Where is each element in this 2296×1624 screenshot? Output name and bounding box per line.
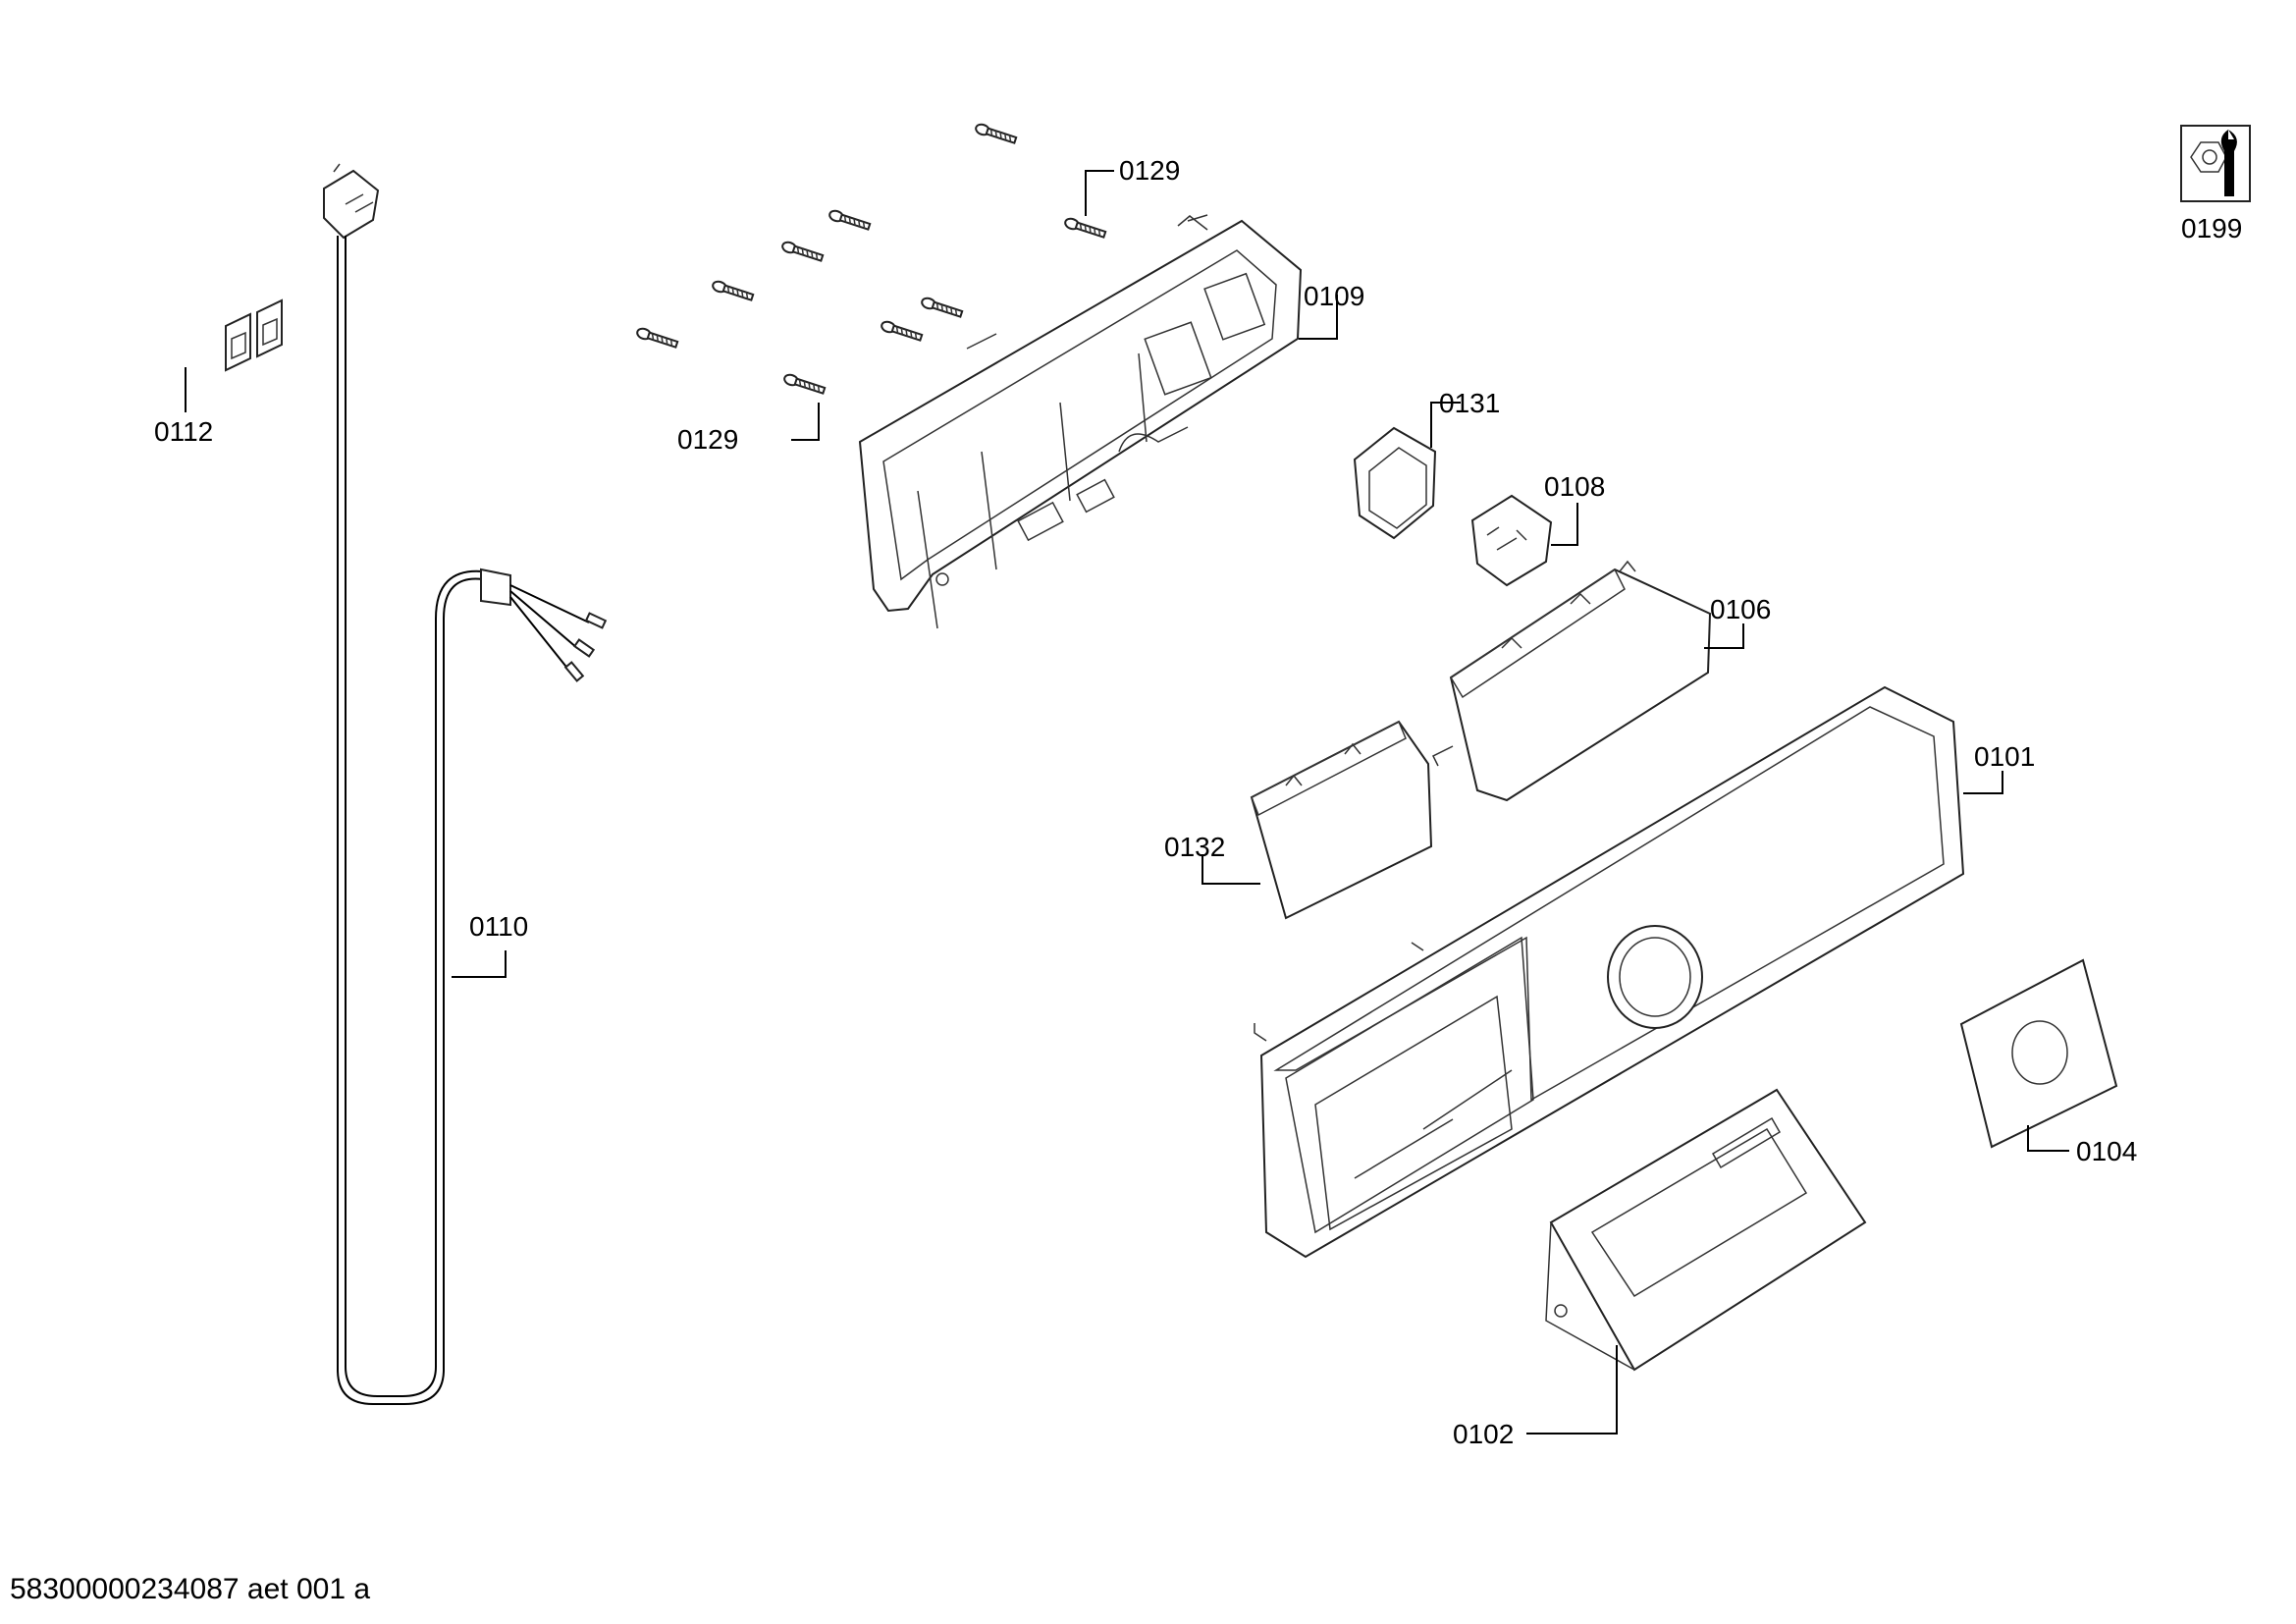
power-cable [323,163,608,1405]
screw [781,241,825,262]
part-label-0131: 0131 [1439,388,1500,418]
cable-clip [225,298,283,372]
screw [828,209,872,231]
nut-and-wrench-icon [2180,125,2251,202]
part-label-0106: 0106 [1710,594,1771,624]
electronic-module [1431,560,1712,802]
screw [1064,217,1107,239]
control-panel-frame [858,214,1303,629]
part-label-0199: 0199 [2181,213,2242,244]
drawer-handle [1545,1088,1867,1372]
part-label-0101: 0101 [1974,741,2035,772]
circuit-board [1470,494,1553,587]
screw [921,297,964,318]
part-label-0108: 0108 [1544,471,1605,502]
decor-label [1959,958,2118,1149]
part-label-0132: 0132 [1164,832,1225,862]
part-label-0102: 0102 [1453,1419,1514,1449]
part-label-0129-left: 0129 [677,424,738,455]
part-label-0104: 0104 [2076,1136,2137,1166]
front-panel [1254,685,1965,1259]
screw [712,280,755,301]
display-module [1250,720,1433,920]
part-label-0112: 0112 [154,416,213,447]
screw [881,320,924,342]
part-label-0110: 0110 [469,911,528,942]
document-id: 58300000234087 aet 001 a [10,1573,370,1605]
screw [975,123,1018,144]
part-label-0129-top: 0129 [1119,155,1180,186]
screw [783,373,827,395]
screw [636,327,679,349]
screw-group-top [636,123,1107,395]
connector-module [1353,426,1437,540]
leader-lines [185,170,2069,1435]
part-label-0109: 0109 [1304,281,1364,311]
